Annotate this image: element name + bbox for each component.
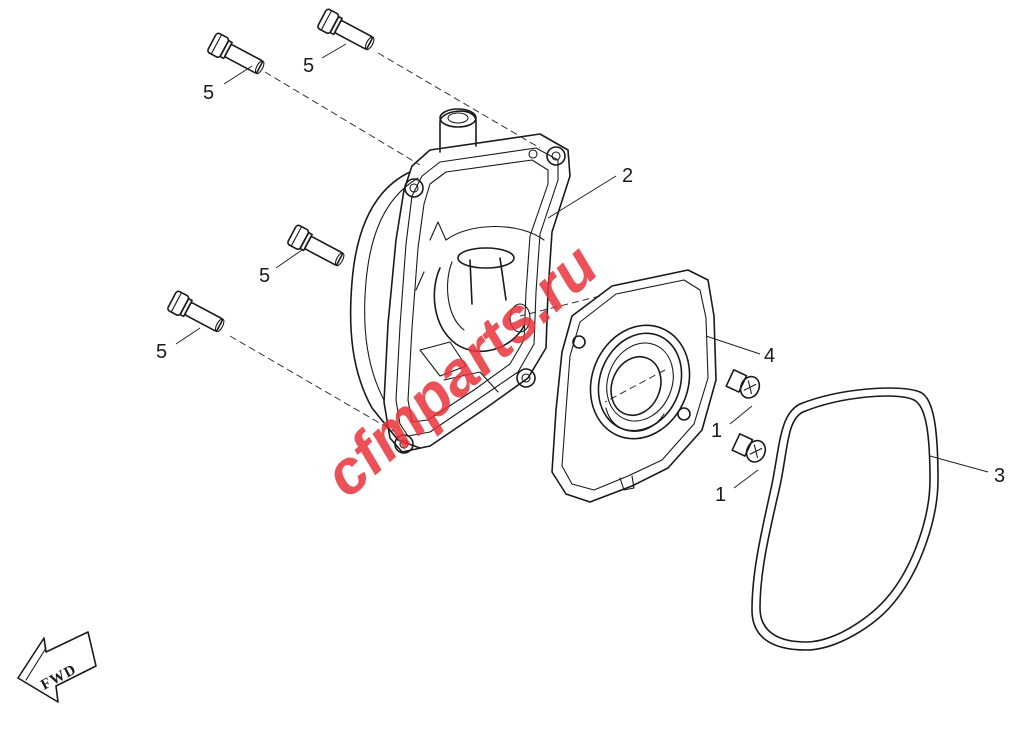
screw-icon: [731, 433, 767, 463]
bolt-icon: [317, 8, 375, 51]
part-label-5: 5: [303, 55, 314, 77]
watermark-text: cfmparts.ru: [311, 231, 611, 511]
fwd-arrow-icon: FWD: [17, 631, 97, 703]
screw-icon: [725, 369, 761, 399]
part-label-5: 5: [156, 341, 167, 363]
gasket-ring: [751, 387, 939, 651]
part-label-1: 1: [715, 484, 726, 506]
fwd-arrow-label: FWD: [38, 662, 79, 694]
part-label-5: 5: [259, 265, 270, 287]
part-label-3: 3: [994, 465, 1005, 487]
bearing-plate: [551, 269, 717, 503]
part-label-4: 4: [764, 345, 775, 367]
assembly-dash-lines: [229, 52, 666, 433]
part-label-1: 1: [711, 420, 722, 442]
part-label-2: 2: [622, 165, 633, 187]
bolt-icon: [207, 32, 265, 75]
cover-housing: [349, 108, 571, 454]
part-label-5: 5: [203, 82, 214, 104]
bolt-icon: [287, 224, 345, 267]
bolt-icon: [167, 290, 225, 333]
leader-lines: [175, 43, 989, 489]
